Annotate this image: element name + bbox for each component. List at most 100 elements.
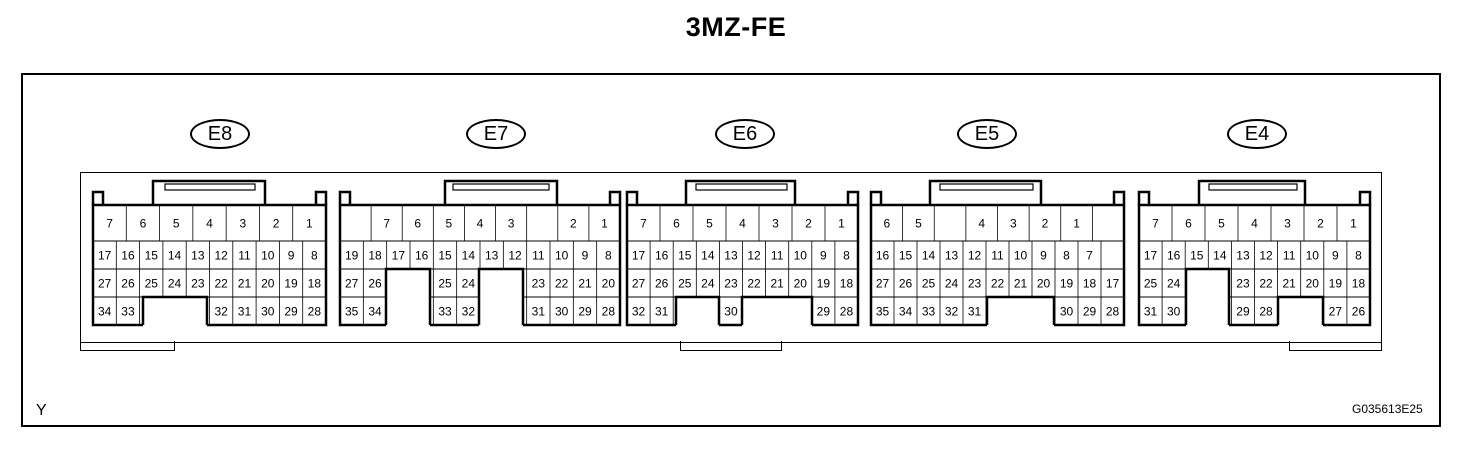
pin-label: 33 [438,305,452,319]
pin-label: 32 [632,305,646,319]
pin-label: 30 [1167,305,1181,319]
pin-label: 31 [238,305,252,319]
pin-label: 31 [1144,305,1158,319]
pin-label: 24 [168,277,182,291]
pin-label: 17 [1106,277,1120,291]
pin-label: 22 [991,277,1005,291]
pin-label: 5 [706,217,713,231]
pin-label: 22 [214,277,228,291]
pin-label: 2 [273,217,280,231]
pin-label: 34 [899,305,913,319]
pin-label: 20 [261,277,275,291]
pin-label: 15 [899,249,913,263]
connector-label-e5: E5 [957,119,1017,149]
pin-label: 23 [532,277,546,291]
pin-label: 1 [838,217,845,231]
pin-label: 19 [284,277,298,291]
pin-label: 17 [1144,249,1158,263]
pin-label: 18 [368,249,382,263]
pin-label: 27 [1329,305,1343,319]
pin-label: 9 [820,249,827,263]
pin-label: 21 [1014,277,1028,291]
pin-label: 27 [345,277,359,291]
pin-label: 15 [438,249,452,263]
pin-label: 15 [678,249,692,263]
pin-label: 29 [578,305,592,319]
pin-label: 2 [570,217,577,231]
pin-label: 5 [1218,217,1225,231]
corner-mark: Y [36,402,47,419]
pin-label: 27 [876,277,890,291]
pin-label: 5 [173,217,180,231]
pin-label: 18 [840,277,854,291]
pin-label: 10 [794,249,808,263]
pin-label: 3 [1010,217,1017,231]
pin-label: 15 [1190,249,1204,263]
pin-label: 11 [1283,249,1296,263]
pin-label: 22 [1259,277,1273,291]
pin-label: 21 [578,277,592,291]
pin-label: 11 [991,249,1004,263]
pin-label: 25 [1144,277,1158,291]
pin-label: 31 [655,305,669,319]
pin-label: 27 [632,277,646,291]
pin-label: 12 [1259,249,1273,263]
pin-label: 16 [415,249,429,263]
mount-tab-right [1289,341,1382,351]
pin-label: 14 [922,249,936,263]
pin-label: 10 [1014,249,1028,263]
pin-label: 12 [508,249,522,263]
ecu-body-outline [80,172,1382,343]
pin-label: 3 [1284,217,1291,231]
pin-label: 19 [1329,277,1343,291]
pin-label: 23 [191,277,205,291]
pin-label: 25 [678,277,692,291]
pin-label: 13 [1236,249,1250,263]
pin-label: 29 [284,305,298,319]
pin-label: 8 [1063,249,1070,263]
pin-label: 18 [1352,277,1366,291]
figure-code: G035613E25 [1352,402,1423,416]
pin-label: 15 [145,249,159,263]
pin-label: 7 [106,217,113,231]
pin-label: 9 [1332,249,1339,263]
pin-label: 4 [206,217,213,231]
pin-label: 18 [1083,277,1097,291]
pin-label: 28 [840,305,854,319]
pin-label: 7 [640,217,647,231]
pin-label: 17 [98,249,112,263]
pin-label: 16 [1167,249,1181,263]
pin-label: 24 [701,277,715,291]
pin-label: 30 [261,305,275,319]
pin-label: 12 [968,249,982,263]
pin-label: 25 [438,277,452,291]
pin-label: 3 [772,217,779,231]
pin-label: 23 [968,277,982,291]
pin-label: 4 [978,217,985,231]
pin-label: 28 [1106,305,1120,319]
pin-label: 26 [899,277,913,291]
pin-label: 19 [345,249,359,263]
pin-label: 25 [922,277,936,291]
pin-label: 26 [121,277,135,291]
pin-label: 33 [922,305,936,319]
pin-label: 20 [1037,277,1051,291]
pin-label: 17 [392,249,406,263]
pin-label: 32 [462,305,476,319]
pin-label: 20 [602,277,616,291]
pin-label: 25 [145,277,159,291]
pin-label: 22 [747,277,761,291]
pin-label: 12 [214,249,228,263]
mount-tab-left [80,341,175,351]
pin-label: 29 [817,305,831,319]
pin-label: 30 [1060,305,1074,319]
pin-label: 6 [414,217,421,231]
pin-label: 4 [477,217,484,231]
pin-label: 35 [345,305,359,319]
pin-label: 32 [945,305,959,319]
pin-label: 23 [724,277,738,291]
